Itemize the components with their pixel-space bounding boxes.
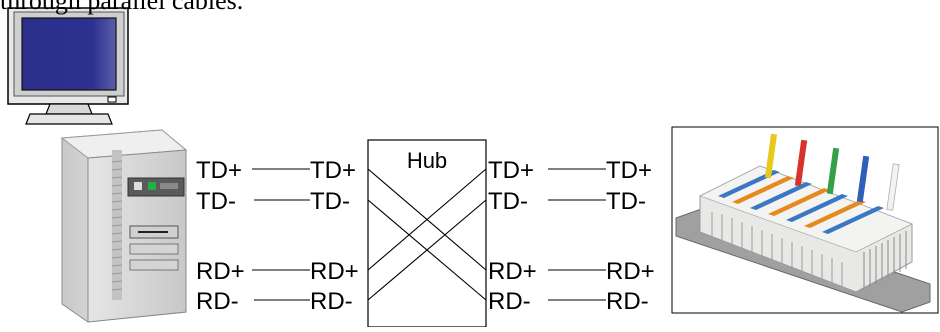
hub-in-label-rd-minus: RD- bbox=[310, 288, 353, 315]
monitor-icon bbox=[7, 7, 129, 125]
pc-tower-icon bbox=[60, 129, 188, 323]
hub-out-label-rd-minus: RD- bbox=[488, 288, 531, 315]
hub-out-label-td-minus: TD- bbox=[488, 188, 528, 215]
pc-label-rd-minus: RD- bbox=[196, 288, 239, 315]
marker-pens-icon bbox=[764, 133, 900, 211]
monitor-screen bbox=[21, 17, 117, 91]
device-label-rd-plus: RD+ bbox=[606, 258, 655, 285]
hub-label: Hub bbox=[407, 148, 447, 173]
device-label-rd-minus: RD- bbox=[606, 288, 649, 315]
device-side-cables bbox=[548, 168, 606, 301]
hub-in-label-rd-plus: RD+ bbox=[310, 258, 359, 285]
device-side-labels: TD+ TD- RD+ RD- TD+ TD- RD+ RD- bbox=[488, 157, 655, 315]
hub-in-label-td-minus: TD- bbox=[310, 188, 350, 215]
pc-label-td-minus: TD- bbox=[196, 188, 236, 215]
hub-out-label-td-plus: TD+ bbox=[488, 157, 534, 184]
device-label-td-plus: TD+ bbox=[606, 157, 652, 184]
pc-label-td-plus: TD+ bbox=[196, 157, 242, 184]
device-label-td-minus: TD- bbox=[606, 188, 646, 215]
hub-crossover-wires bbox=[367, 168, 487, 301]
hub-out-label-rd-plus: RD+ bbox=[488, 258, 537, 285]
pc-side-labels: TD+ TD- RD+ RD- TD+ TD- RD+ RD- bbox=[196, 157, 359, 315]
hub-box bbox=[367, 139, 487, 328]
pc-label-rd-plus: RD+ bbox=[196, 258, 245, 285]
power-led bbox=[148, 182, 156, 190]
caption-text: through parallel cables. bbox=[0, 0, 244, 15]
hub-in-label-td-plus: TD+ bbox=[310, 157, 356, 184]
pc-side-cables bbox=[252, 168, 310, 301]
io-terminal-device-image bbox=[671, 126, 939, 314]
